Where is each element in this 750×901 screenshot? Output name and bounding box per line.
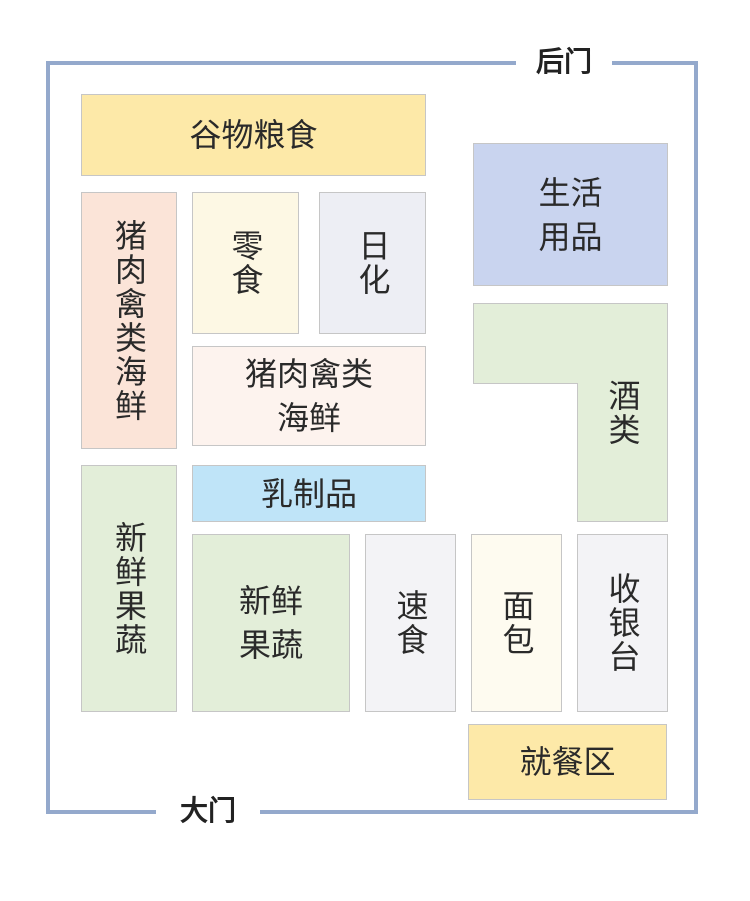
wall-right xyxy=(694,61,698,814)
zone-bread: 面包 xyxy=(471,534,562,712)
wall-top xyxy=(46,61,698,65)
zone-liquor: 酒类 xyxy=(603,378,642,447)
zone-grains: 谷物粮食 xyxy=(81,94,426,176)
zone-dining: 就餐区 xyxy=(468,724,667,800)
wall-left xyxy=(46,61,50,814)
zone-meat-seafood-center: 猪肉禽类 海鲜 xyxy=(192,346,426,446)
main-door-label: 大门 xyxy=(156,793,260,831)
zone-produce-center: 新鲜 果蔬 xyxy=(192,534,350,712)
zone-produce-left: 新鲜果蔬 xyxy=(81,465,177,712)
zone-fast-food: 速食 xyxy=(365,534,456,712)
zone-liquor-shape xyxy=(473,303,668,522)
wall-bottom xyxy=(46,810,698,814)
zone-cashier: 收银台 xyxy=(577,534,668,712)
zone-snacks: 零食 xyxy=(192,192,299,334)
back-door-label: 后门 xyxy=(516,44,612,82)
zone-daily-chemicals: 日化 xyxy=(319,192,426,334)
zone-dairy: 乳制品 xyxy=(192,465,426,522)
zone-meat-seafood-left: 猪肉禽类海鲜 xyxy=(81,192,177,449)
zone-household: 生活 用品 xyxy=(473,143,668,286)
